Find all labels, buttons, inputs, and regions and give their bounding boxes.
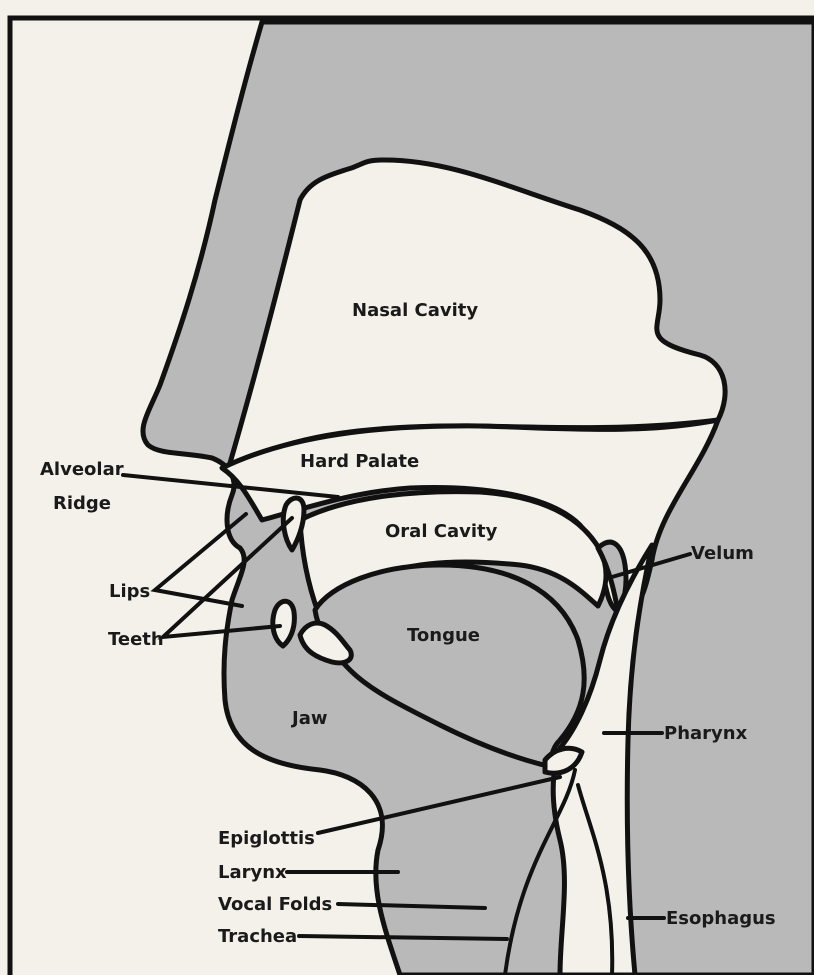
label-hard-palate: Hard Palate	[300, 451, 419, 472]
label-esophagus: Esophagus	[666, 908, 776, 929]
label-vocal-folds: Vocal Folds	[218, 894, 332, 915]
label-lips: Lips	[109, 581, 150, 602]
label-jaw: Jaw	[290, 708, 327, 729]
label-epiglottis: Epiglottis	[218, 828, 315, 849]
label-larynx: Larynx	[218, 862, 287, 883]
label-nasal-cavity: Nasal Cavity	[352, 300, 478, 321]
label-tongue: Tongue	[407, 625, 480, 646]
label-teeth: Teeth	[108, 629, 164, 650]
label-oral-cavity: Oral Cavity	[385, 521, 498, 542]
label-velum: Velum	[691, 543, 754, 564]
label-alveolar: Alveolar	[40, 459, 124, 480]
label-ridge: Ridge	[53, 493, 111, 514]
label-pharynx: Pharynx	[664, 723, 748, 744]
label-trachea: Trachea	[218, 926, 297, 947]
lower-tooth	[273, 601, 295, 646]
